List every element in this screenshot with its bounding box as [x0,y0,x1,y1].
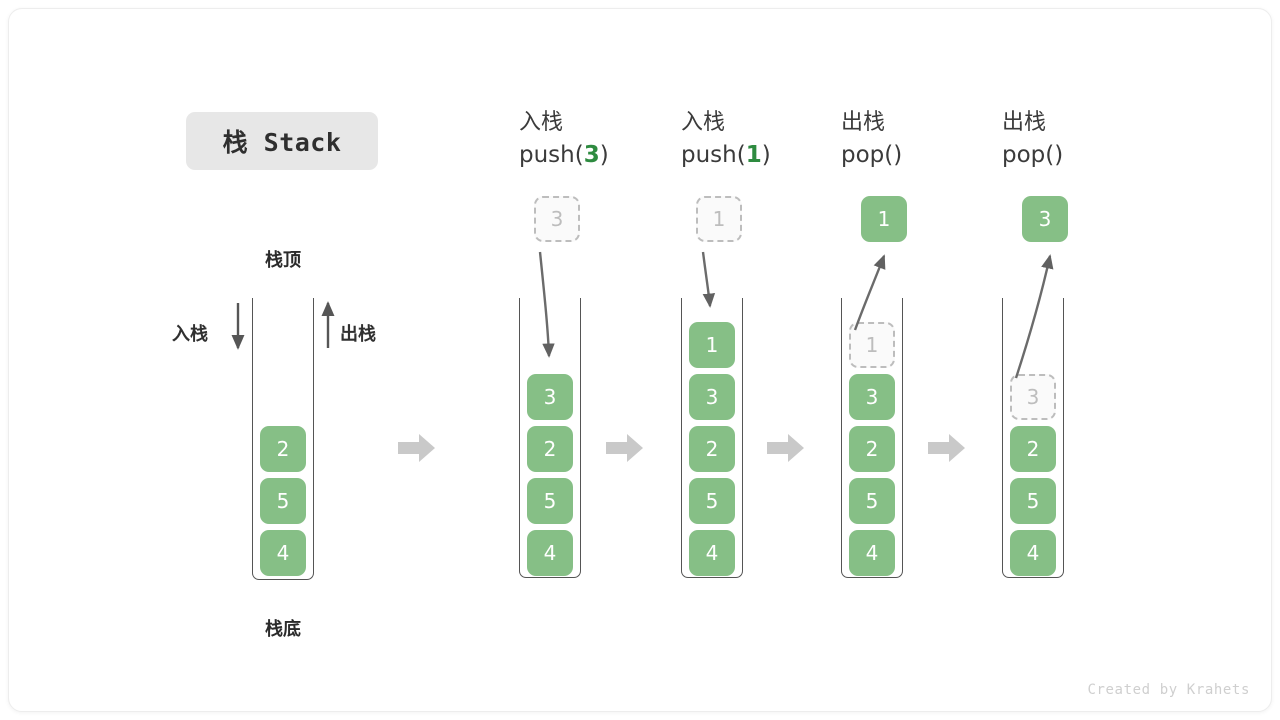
stack-cell: 5 [527,478,573,524]
column-operation-name: 出栈 [841,110,886,135]
column-header-pop-2: 出栈 pop() [1002,108,1192,172]
operation-argument: 3 [583,142,600,168]
popped-value-cell: 3 [1022,196,1068,242]
column-header-pop-1: 出栈 pop() [841,108,1031,172]
footer-credit: Created by Krahets [1087,682,1250,698]
stack-cell: 3 [849,374,895,420]
step-arrow-3-icon [767,431,805,465]
column-operation-name: 入栈 [519,110,564,135]
stack-container-push-1 [681,298,743,578]
column-operation-name: 出栈 [1002,110,1047,135]
stack-cell: 5 [689,478,735,524]
column-header-push-3: 入栈 push(3) [519,108,709,172]
title-badge: 栈 Stack [186,112,378,170]
stack-cell: 3 [689,374,735,420]
stack-cell: 5 [1010,478,1056,524]
step-arrow-1-icon [398,431,436,465]
operation-argument: 1 [745,142,762,168]
popped-value-cell: 1 [861,196,907,242]
stack-cell: 4 [689,530,735,576]
stack-cell: 5 [260,478,306,524]
stack-pop-label: 出栈 [340,324,376,345]
stack-cell: 4 [849,530,895,576]
stack-cell: 4 [527,530,573,576]
column-operation-call: pop() [841,142,903,168]
stack-container-push-3 [519,298,581,578]
stack-cell: 5 [849,478,895,524]
stack-cell: 4 [260,530,306,576]
stack-cell: 3 [527,374,573,420]
incoming-value-cell: 1 [696,196,742,242]
step-arrow-2-icon [606,431,644,465]
column-operation-call: push(1) [681,142,771,168]
stack-cell: 1 [689,322,735,368]
step-arrow-4-icon [928,431,966,465]
stack-container-pop-2 [1002,298,1064,578]
stack-cell-ghost: 3 [1010,374,1056,420]
stack-cell: 2 [260,426,306,472]
column-operation-call: push(3) [519,142,609,168]
title-badge-label: 栈 Stack [222,128,342,157]
stack-cell: 2 [689,426,735,472]
incoming-value-cell: 3 [534,196,580,242]
column-operation-name: 入栈 [681,110,726,135]
stack-top-label: 栈顶 [265,250,301,271]
stack-cell: 2 [1010,426,1056,472]
stack-container-base [252,298,314,580]
stack-bottom-label: 栈底 [265,619,301,640]
stack-cell-ghost: 1 [849,322,895,368]
stack-push-label: 入栈 [172,324,208,345]
column-operation-call: pop() [1002,142,1064,168]
stack-cell: 2 [849,426,895,472]
stack-cell: 4 [1010,530,1056,576]
stack-container-pop-1 [841,298,903,578]
column-header-push-1: 入栈 push(1) [681,108,871,172]
stack-cell: 2 [527,426,573,472]
